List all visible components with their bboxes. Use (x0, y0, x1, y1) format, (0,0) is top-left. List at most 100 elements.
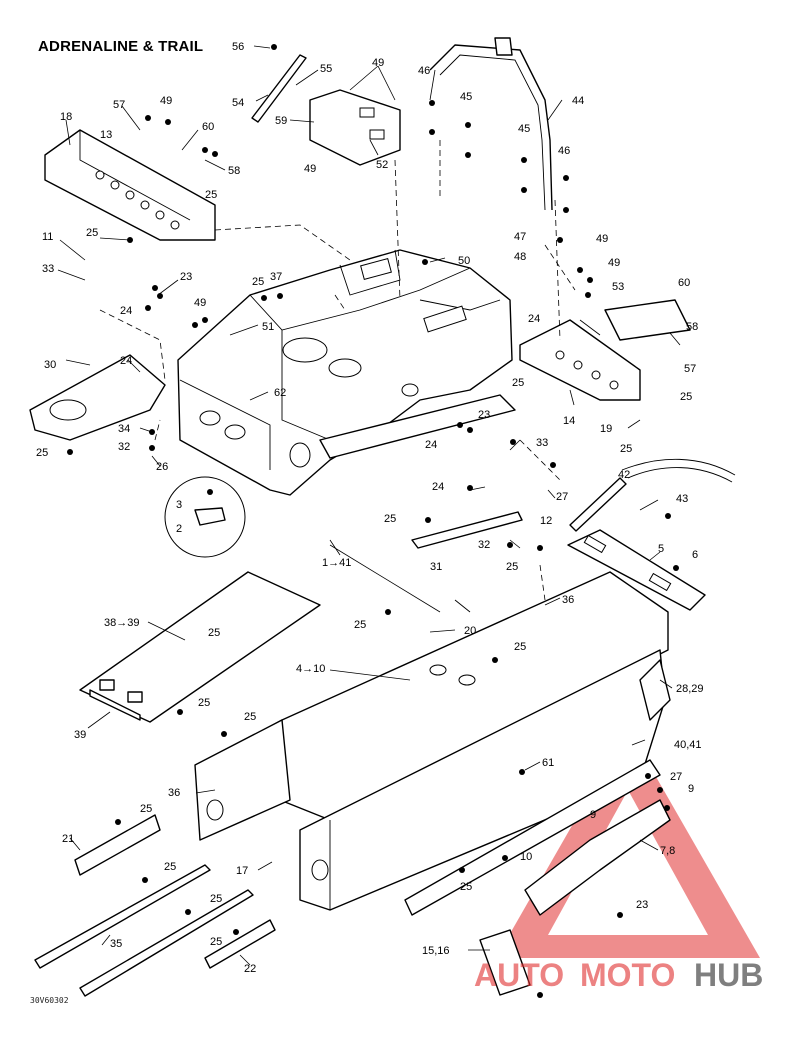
callout-45: 45 (460, 91, 472, 103)
callout-32: 32 (478, 539, 490, 551)
callout-49: 49 (596, 233, 608, 245)
callout-28-29: 28,29 (676, 683, 704, 695)
callout-53: 53 (612, 281, 624, 293)
callout-24: 24 (120, 355, 132, 367)
callout-25: 25 (205, 189, 217, 201)
skid-15-16 (479, 799, 671, 996)
callout-26: 26 (156, 461, 168, 473)
callout-62: 62 (274, 387, 286, 399)
callout-25: 25 (384, 513, 396, 525)
callout-35: 35 (110, 938, 122, 950)
assembly-lines (99, 140, 576, 601)
diagram-title: ADRENALINE & TRAIL (38, 38, 204, 55)
plate-31 (411, 511, 523, 549)
callout-23: 23 (636, 899, 648, 911)
callout-60: 60 (202, 121, 214, 133)
callout-3: 3 (176, 499, 182, 511)
callout-32: 32 (118, 441, 130, 453)
callout-33: 33 (42, 263, 54, 275)
svg-text:MOTO: MOTO (580, 957, 675, 993)
footrest-plate-30 (29, 354, 166, 441)
callout-25: 25 (86, 227, 98, 239)
callout-25: 25 (36, 447, 48, 459)
callout-19: 19 (600, 423, 612, 435)
callout-25: 25 (514, 641, 526, 653)
callout-42: 42 (618, 469, 630, 481)
callout-18: 18 (60, 111, 72, 123)
callout-27: 27 (556, 491, 568, 503)
callout-25: 25 (244, 711, 256, 723)
callout-12: 12 (540, 515, 552, 527)
callout-25: 25 (680, 391, 692, 403)
callout-59: 59 (275, 115, 287, 127)
callout-25: 25 (208, 627, 220, 639)
callout-43: 43 (676, 493, 688, 505)
callout-11: 11 (42, 231, 53, 243)
callout-49: 49 (372, 57, 384, 69)
callout-5: 5 (658, 543, 664, 555)
callout-14: 14 (563, 415, 575, 427)
callout-54: 54 (232, 97, 244, 109)
callout-57: 57 (113, 99, 125, 111)
callout-labels: 56 55 54 59 49 49 52 46 45 44 45 46 18 5… (36, 41, 704, 975)
callout-15-16: 15,16 (422, 945, 450, 957)
callout-20: 20 (464, 625, 476, 637)
callout-44: 44 (572, 95, 584, 107)
footrest-left (44, 129, 216, 241)
callout-33: 33 (536, 437, 548, 449)
callout-25: 25 (506, 561, 518, 573)
callout-25: 25 (210, 936, 222, 948)
callout-40-41: 40,41 (674, 739, 702, 751)
callout-25: 25 (198, 697, 210, 709)
callout-25: 25 (164, 861, 176, 873)
callout-48: 48 (514, 251, 526, 263)
drawing-code: 30V60302 (30, 996, 69, 1005)
callout-24: 24 (432, 481, 444, 493)
tunnel-plate (194, 571, 671, 916)
callout-25: 25 (252, 276, 264, 288)
watermark-text: AUTO MOTO HUB (474, 957, 763, 993)
callout-52: 52 (376, 159, 388, 171)
callout-49: 49 (304, 163, 316, 175)
callout-24: 24 (120, 305, 132, 317)
callout-50: 50 (458, 255, 470, 267)
callout-58: 58 (228, 165, 240, 177)
callout-17: 17 (236, 865, 248, 877)
bracket-59 (309, 89, 401, 166)
svg-text:AUTO: AUTO (474, 957, 564, 993)
callout-10: 10 (520, 851, 532, 863)
detail-inset (164, 476, 246, 558)
callout-9: 9 (590, 809, 596, 821)
callout-25: 25 (140, 803, 152, 815)
bumper-44 (429, 37, 553, 211)
callout-49: 49 (608, 257, 620, 269)
callout-22: 22 (244, 963, 256, 975)
callout-56: 56 (232, 41, 244, 53)
callout-13: 13 (100, 129, 112, 141)
callout-25: 25 (620, 443, 632, 455)
callout-1-41: 1→41 (322, 557, 351, 569)
callout-25: 25 (354, 619, 366, 631)
callout-24: 24 (528, 313, 540, 325)
watermark-logo (496, 728, 760, 958)
callout-37: 37 (270, 271, 282, 283)
callout-25: 25 (460, 881, 472, 893)
callout-47: 47 (514, 231, 526, 243)
callout-21: 21 (62, 833, 74, 845)
callout-34: 34 (118, 423, 130, 435)
callout-31: 31 (430, 561, 442, 573)
leader-lines (57, 45, 681, 966)
callout-36: 36 (562, 594, 574, 606)
callout-36: 36 (168, 787, 180, 799)
callout-25: 25 (512, 377, 524, 389)
callout-51: 51 (262, 321, 274, 333)
callout-38-39: 38→39 (104, 617, 139, 629)
callout-30: 30 (44, 359, 56, 371)
callout-23: 23 (478, 409, 490, 421)
chassis-frame (177, 249, 516, 496)
callout-45: 45 (518, 123, 530, 135)
rails (34, 814, 276, 997)
fasteners (67, 44, 679, 998)
callout-9: 9 (688, 783, 694, 795)
